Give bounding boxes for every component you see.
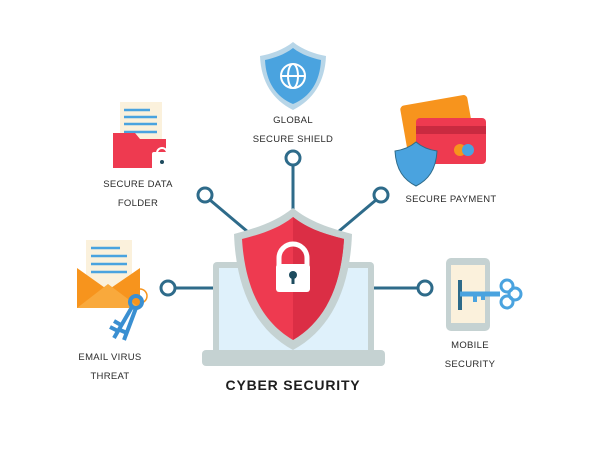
globe-shield-icon — [260, 42, 326, 110]
label-line: THREAT — [90, 371, 130, 382]
label-line: FOLDER — [117, 198, 159, 209]
label-line: SECURE SHIELD — [252, 134, 334, 145]
phone-key-icon — [446, 258, 523, 331]
main-shield-lock-icon — [234, 208, 352, 350]
label-line: EMAIL VIRUS — [78, 352, 142, 363]
locked-folder-icon — [113, 102, 172, 171]
label-line: MOBILE — [451, 340, 489, 351]
diagram-title: CYBER SECURITY — [225, 377, 361, 393]
payment-label: SECURE PAYMENT — [406, 190, 497, 209]
global-shield-label: GLOBAL SECURE SHIELD — [253, 111, 333, 149]
label-line: SECURE PAYMENT — [405, 194, 497, 205]
credit-card-shield-icon — [394, 95, 486, 187]
label-line: SECURE DATA — [103, 179, 173, 190]
email-label: EMAIL VIRUS THREAT — [78, 348, 141, 386]
data-folder-label: SECURE DATA FOLDER — [103, 175, 172, 213]
envelope-keys-icon — [77, 240, 148, 341]
label-line: SECURITY — [444, 359, 496, 370]
connectors — [159, 149, 434, 297]
label-line: GLOBAL — [273, 115, 313, 126]
mobile-label: MOBILE SECURITY — [445, 336, 495, 374]
